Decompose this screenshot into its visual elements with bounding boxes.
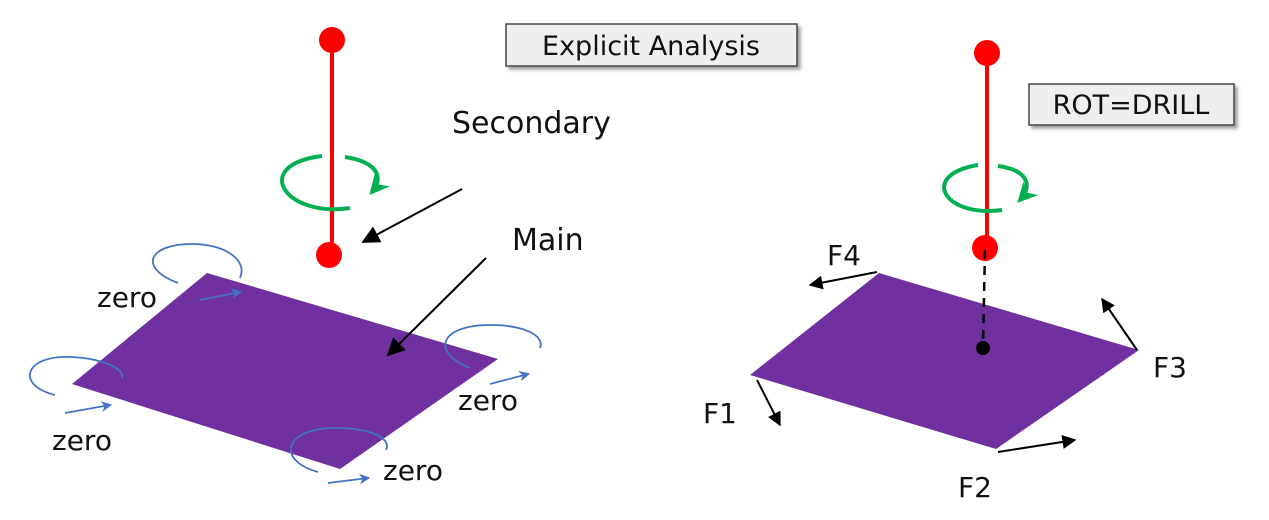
main-plate bbox=[72, 273, 498, 469]
beam-top-node bbox=[319, 27, 345, 53]
force-arrow-f3 bbox=[1101, 297, 1138, 351]
main-label: Main bbox=[512, 223, 584, 258]
left-panel: Explicit Analysis Secondary Main zero ze… bbox=[29, 23, 798, 487]
drill-plate bbox=[750, 273, 1139, 449]
force-arrow-f4 bbox=[808, 271, 878, 290]
zero-label-right: zero bbox=[458, 384, 518, 417]
main-pointer-arrow bbox=[386, 257, 487, 357]
zero-moment-arrow-bottom bbox=[290, 427, 388, 483]
plate-center-node bbox=[976, 341, 990, 355]
force-arrow-f2 bbox=[997, 435, 1077, 453]
zero-label-bottom: zero bbox=[383, 454, 443, 487]
drill-beam-bottom-node bbox=[972, 235, 998, 261]
zero-label-top: zero bbox=[97, 281, 157, 314]
force-label-f4: F4 bbox=[827, 239, 861, 272]
right-panel: ROT=DRILL F4 F3 F1 F2 bbox=[703, 40, 1235, 504]
secondary-label: Secondary bbox=[452, 106, 611, 141]
explicit-analysis-box bbox=[505, 23, 798, 67]
force-label-f3: F3 bbox=[1153, 351, 1187, 384]
force-label-f1: F1 bbox=[703, 397, 737, 430]
beam-bottom-node bbox=[316, 242, 342, 268]
drill-rotation-arrow bbox=[942, 163, 1027, 211]
secondary-pointer-arrow bbox=[361, 188, 463, 243]
zero-moment-arrow-left bbox=[29, 356, 123, 413]
force-label-f2: F2 bbox=[958, 471, 992, 504]
drill-beam-top-node bbox=[974, 40, 1000, 66]
zero-label-left: zero bbox=[52, 424, 112, 457]
explicit-analysis-title: Explicit Analysis bbox=[542, 31, 760, 62]
rot-drill-title: ROT=DRILL bbox=[1053, 90, 1210, 121]
zero-moment-arrow-right bbox=[444, 324, 542, 385]
beam-rotation-arrow bbox=[280, 154, 378, 212]
rot-drill-box bbox=[1028, 83, 1235, 126]
force-arrow-f1 bbox=[756, 379, 781, 427]
zero-moment-arrow-top bbox=[152, 243, 242, 300]
